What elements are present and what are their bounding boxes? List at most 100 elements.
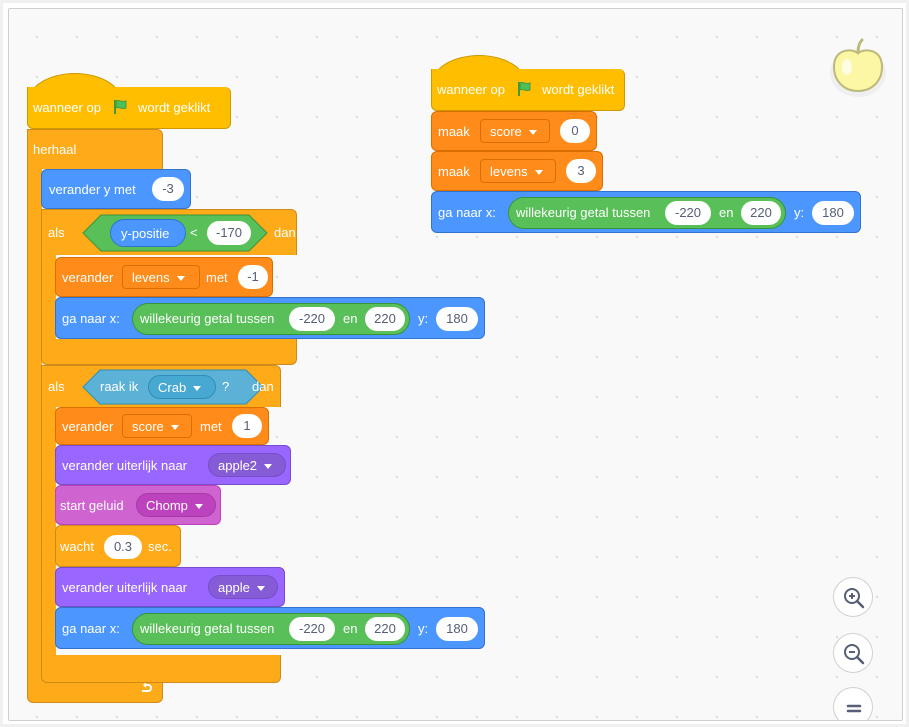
random3-from-input[interactable]: -220 [665,201,711,225]
chevron-down-icon [176,276,185,282]
sound-value: Chomp [146,498,188,513]
when-flag-clicked-block[interactable]: wanneer op wordt geklikt [27,87,231,129]
change-y-input[interactable]: -3 [152,177,184,201]
goto3-y-label: y: [794,205,805,220]
change-score-met: met [200,419,222,434]
chevron-down-icon [194,504,203,510]
goto-xy-block-1[interactable]: ga naar x: willekeurig getal tussen -220… [55,297,485,339]
wait-unit: sec. [148,539,172,554]
random2-from-input[interactable]: -220 [289,617,335,641]
wait-block[interactable]: wacht 0.3 sec. [55,525,181,567]
goto3-y-input[interactable]: 180 [812,201,854,225]
zoom-out-icon [844,644,865,665]
if-touching-block[interactable]: als raak ik Crab ? dan [41,365,281,407]
touching-target-dropdown[interactable]: Crab [148,375,216,399]
score-variable-dropdown[interactable]: score [122,414,192,438]
sound-label: start geluid [60,498,124,513]
zoom-reset-button[interactable] [833,687,873,720]
change-lives-block[interactable]: verander levens met -1 [55,257,273,297]
change-score-input[interactable]: 1 [232,414,262,438]
lives-variable-dropdown[interactable]: levens [122,265,200,289]
goto-xy-block-3[interactable]: ga naar x: willekeurig getal tussen -220… [431,191,861,233]
random3-to-input[interactable]: 220 [741,201,781,225]
set1-value-input[interactable]: 0 [560,119,590,143]
green-flag-icon [114,99,127,114]
if1-arm [41,255,56,347]
random1-reporter[interactable]: willekeurig getal tussen -220 en 220 [132,303,410,335]
vertical-scrollbar[interactable] [902,179,903,577]
zoom-out-button[interactable] [833,633,873,673]
goto2-label: ga naar x: [62,621,120,636]
set2-variable-label: levens [490,164,528,179]
start-sound-block[interactable]: start geluid Chomp [55,485,221,525]
y-position-reporter[interactable]: y-positie [110,219,186,247]
hat-label-clicked: wordt geklikt [138,100,211,115]
if2-arm [41,407,56,657]
random2-to-input[interactable]: 220 [365,617,405,641]
change-score-block[interactable]: verander score met 1 [55,407,269,445]
if1-bottom [41,339,297,365]
random1-to-input[interactable]: 220 [365,307,405,331]
set-lives-block[interactable]: maak levens 3 [431,151,603,191]
forever-block[interactable]: herhaal [27,129,163,169]
zoom-in-button[interactable] [833,577,873,617]
change-lives-label: verander [62,270,114,285]
if1-then: dan [274,225,296,240]
chevron-down-icon [170,425,179,431]
set2-value-input[interactable]: 3 [566,159,596,183]
when-flag-clicked-block-2[interactable]: wanneer op wordt geklikt [431,69,625,111]
touching-target-label: Crab [158,380,187,395]
code-workspace[interactable]: wanneer op wordt geklikt herhaal verande… [8,8,903,721]
lt-symbol: < [190,225,198,240]
costume1-value: apple2 [218,458,258,473]
if2-label: als [48,379,65,394]
random2-label: willekeurig getal tussen [140,621,275,636]
costume2-value: apple [218,580,250,595]
random3-label: willekeurig getal tussen [516,205,651,220]
change-score-label: verander [62,419,114,434]
set2-label: maak [438,164,470,179]
loop-arrow-icon [142,682,152,692]
random2-en: en [343,621,358,636]
hat2-label-when: wanneer op [437,82,505,97]
costume1-dropdown[interactable]: apple2 [208,453,286,477]
change-y-block[interactable]: verander y met -3 [41,169,191,209]
change-lives-met: met [206,270,228,285]
set2-variable-dropdown[interactable]: levens [480,159,556,183]
wait-label: wacht [60,539,94,554]
sound-dropdown[interactable]: Chomp [136,493,216,517]
set1-variable-dropdown[interactable]: score [480,119,550,143]
y-position-label: y-positie [121,226,170,241]
touching-label: raak ik [100,379,139,394]
costume2-dropdown[interactable]: apple [208,575,278,599]
switch-costume-block-1[interactable]: verander uiterlijk naar apple2 [55,445,291,485]
score-variable-label: score [132,419,164,434]
costume2-label: verander uiterlijk naar [62,580,188,595]
forever-label: herhaal [33,142,77,157]
random3-reporter[interactable]: willekeurig getal tussen -220 en 220 [508,197,786,229]
apple-sprite-thumbnail [830,38,886,97]
if-ypos-block[interactable]: als y-positie < -170 dan [41,209,297,255]
goto-xy-block-2[interactable]: ga naar x: willekeurig getal tussen -220… [55,607,485,649]
goto3-label: ga naar x: [438,205,496,220]
switch-costume-block-2[interactable]: verander uiterlijk naar apple [55,567,285,607]
random1-from-input[interactable]: -220 [289,307,335,331]
forever-arm [27,169,42,679]
chevron-down-icon [528,130,537,136]
goto2-y-input[interactable]: 180 [436,617,478,641]
wait-input[interactable]: 0.3 [104,535,142,559]
zoom-reset-icon [846,704,862,713]
goto1-y-label: y: [418,311,429,326]
lives-variable-label: levens [132,270,170,285]
zoom-in-icon [844,588,865,609]
set-score-block[interactable]: maak score 0 [431,111,597,151]
goto1-label: ga naar x: [62,311,120,326]
random2-reporter[interactable]: willekeurig getal tussen -220 en 220 [132,613,410,645]
goto1-y-input[interactable]: 180 [436,307,478,331]
chevron-down-icon [264,464,273,470]
random1-label: willekeurig getal tussen [140,311,275,326]
change-lives-input[interactable]: -1 [238,265,268,289]
if2-then: dan [252,379,274,394]
costume1-label: verander uiterlijk naar [62,458,188,473]
lt-value-input[interactable]: -170 [207,221,251,245]
